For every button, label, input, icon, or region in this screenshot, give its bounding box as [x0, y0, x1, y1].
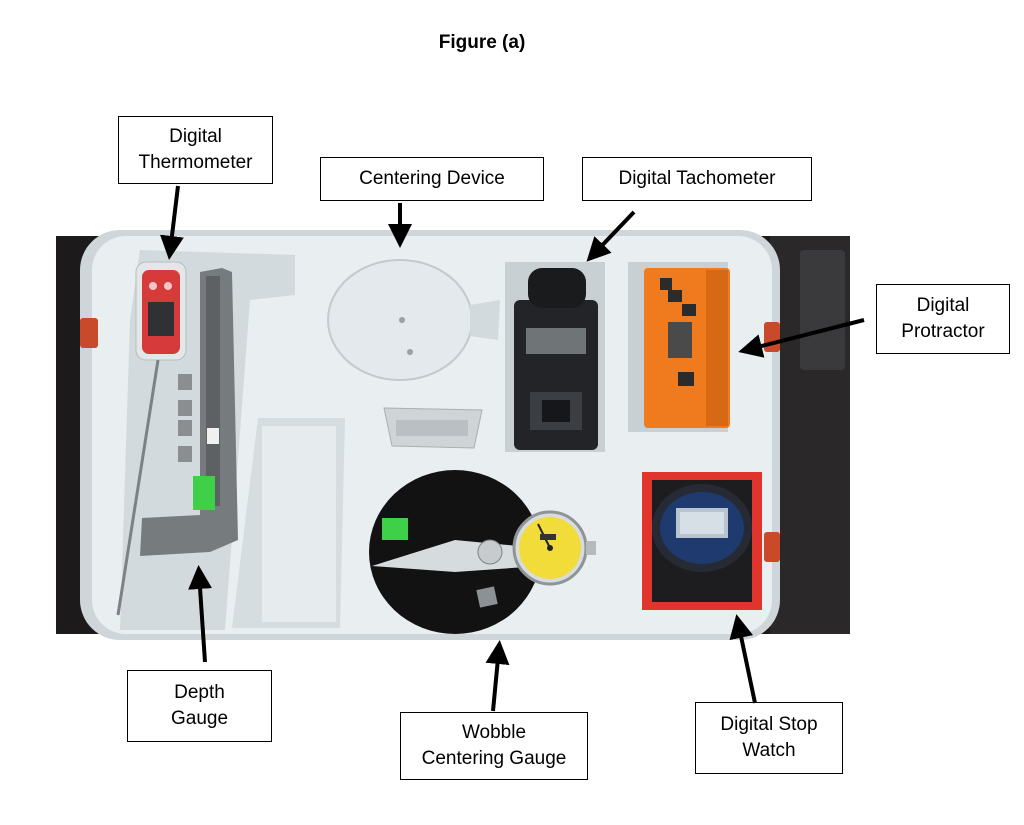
label-text: Depth — [174, 682, 225, 703]
label-text: Gauge — [170, 708, 229, 729]
digital-tachometer — [514, 268, 598, 450]
label-wobble-centering-gauge: Wobble Centering Gauge — [400, 712, 588, 780]
label-depth-gauge: Depth Gauge — [127, 670, 272, 742]
label-text: Digital — [916, 295, 970, 316]
label-digital-thermometer: Digital Thermometer — [118, 116, 273, 184]
label-text: Wobble — [461, 722, 527, 743]
label-text: Digital Tachometer — [618, 168, 776, 189]
digital-thermometer — [116, 261, 187, 616]
label-text: Centering Gauge — [421, 748, 567, 769]
wobble-centering-gauge — [369, 470, 596, 634]
label-centering-device: Centering Device — [320, 157, 544, 201]
label-digital-tachometer: Digital Tachometer — [582, 157, 812, 201]
label-text: Centering Device — [359, 168, 505, 189]
centering-device — [327, 259, 500, 381]
figure-title: Figure (a) — [438, 32, 526, 53]
depth-gauge — [140, 268, 238, 556]
digital-stop-watch — [642, 472, 762, 610]
label-digital-protractor: Digital Protractor — [876, 284, 1010, 354]
label-digital-stop-watch: Digital Stop Watch — [695, 702, 843, 774]
label-text: Protractor — [901, 321, 985, 342]
label-text: Thermometer — [138, 152, 253, 173]
digital-protractor — [644, 268, 730, 428]
label-text: Watch — [742, 740, 796, 761]
label-text: Digital Stop — [720, 714, 818, 735]
label-text: Digital — [169, 126, 222, 147]
